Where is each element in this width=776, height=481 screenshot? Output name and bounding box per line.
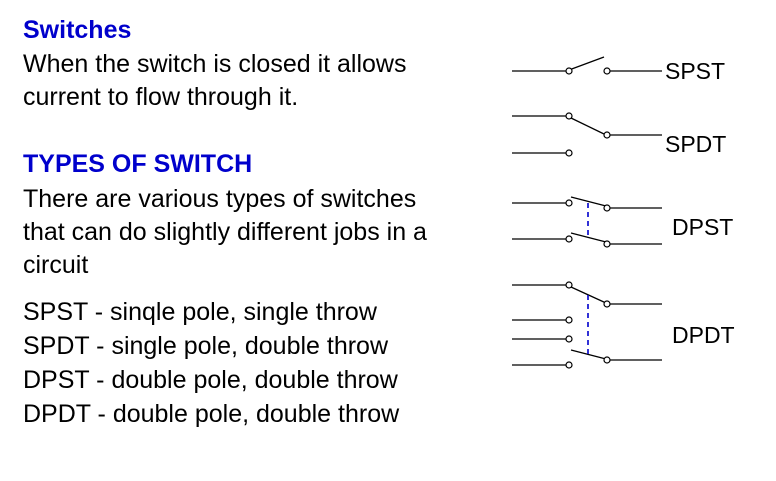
switches-body-line-2: current to flow through it.: [23, 83, 299, 111]
dpst-pole2-arm: [570, 232, 607, 243]
spst-switch-arm: [568, 56, 605, 71]
spst-label: SPST: [665, 58, 725, 84]
spst-terminal-out: [603, 67, 611, 75]
dpdt-pole2-arm: [570, 349, 607, 360]
definition-dpst: DPST - double pole, double throw: [23, 366, 398, 394]
definition-spdt: SPDT - single pole, double throw: [23, 332, 389, 360]
spdt-symbol: SPDT: [512, 112, 726, 157]
dpst-pole1-arm: [570, 196, 607, 207]
dpst-label: DPST: [672, 214, 733, 240]
dpdt-pole2-terminal-a: [565, 335, 573, 343]
dpst-pole1-terminal-in: [565, 199, 573, 207]
dpst-symbol: DPST: [512, 196, 733, 248]
spdt-switch-arm: [570, 117, 605, 135]
types-heading: TYPES OF SWITCH: [23, 150, 253, 178]
spst-symbol: SPST: [512, 56, 725, 84]
dpdt-pole2-terminal-b: [565, 361, 573, 369]
switches-heading: Switches: [23, 16, 132, 44]
dpst-pole2-terminal-in: [565, 235, 573, 243]
types-body-line-1: There are various types of switches: [23, 185, 417, 213]
dpst-pole2-terminal-out: [603, 240, 611, 248]
definition-spst: SPST - sinqle pole, single throw: [23, 298, 377, 326]
spst-terminal-in: [565, 67, 573, 75]
dpdt-pole2-terminal-common: [603, 356, 611, 364]
dpdt-pole1-terminal-common: [603, 300, 611, 308]
dpst-pole1-terminal-out: [603, 204, 611, 212]
definition-dpdt: DPDT - double pole, double throw: [23, 400, 400, 428]
dpdt-pole1-terminal-a: [565, 281, 573, 289]
spdt-label: SPDT: [665, 131, 726, 157]
types-body-line-2: that can do slightly different jobs in a: [23, 218, 427, 246]
types-body-line-3: circuit: [23, 251, 89, 279]
spdt-terminal-common: [603, 131, 611, 139]
spdt-terminal-b: [565, 149, 573, 157]
spdt-terminal-a: [565, 112, 573, 120]
switches-body-line-1: When the switch is closed it allows: [23, 50, 407, 78]
dpdt-pole1-terminal-b: [565, 316, 573, 324]
dpdt-symbol: DPDT: [512, 281, 735, 369]
dpdt-label: DPDT: [672, 322, 735, 348]
